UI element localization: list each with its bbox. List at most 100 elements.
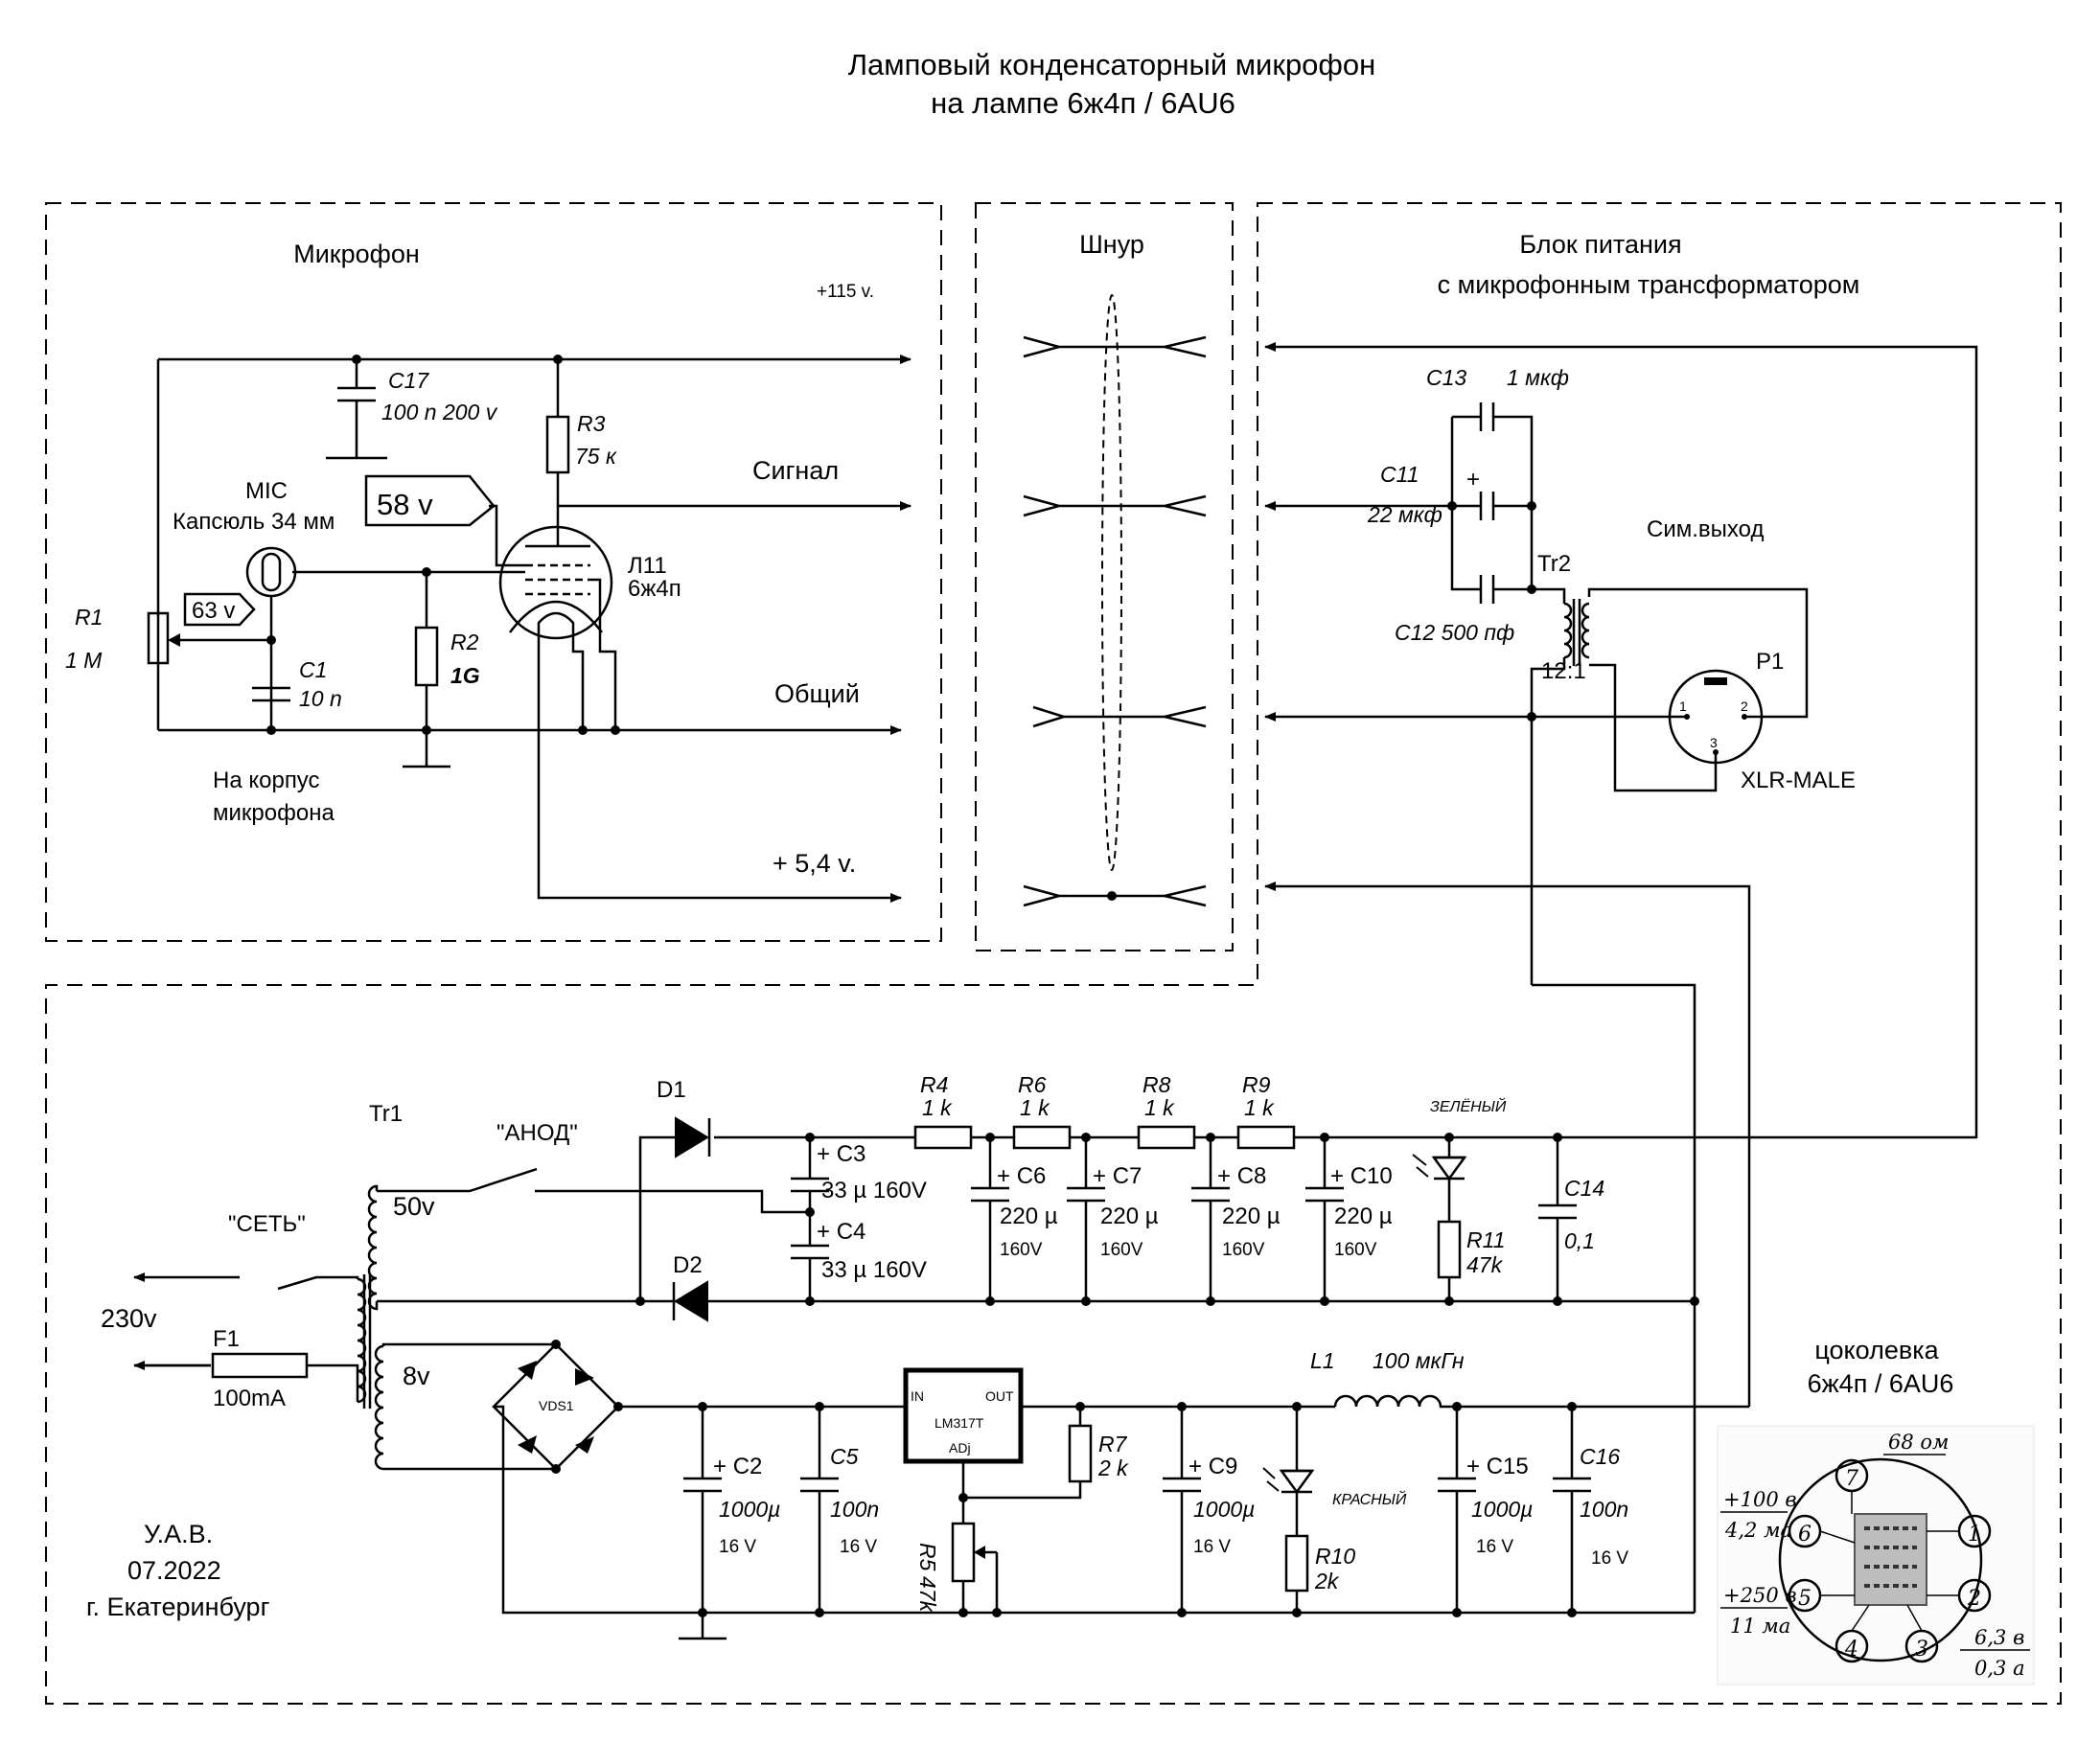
led-green-rays <box>1412 1154 1429 1178</box>
node-c6-top <box>985 1133 995 1142</box>
pinout-drawing <box>1778 1457 1992 1663</box>
c10-label: + C10 <box>1330 1163 1393 1189</box>
tr2-primary-coil <box>1563 602 1573 659</box>
node-c11-left <box>1447 501 1457 511</box>
p1-ref: P1 <box>1756 649 1784 675</box>
l1-value: 100 мкГн <box>1373 1348 1465 1373</box>
wire-xlr-pin2 <box>1587 587 1809 719</box>
green-label: ЗЕЛЁНЫЙ <box>1430 1097 1507 1115</box>
inductor-l1 <box>1333 1394 1749 1409</box>
l11-value: 6ж4п <box>628 576 681 602</box>
pinout-11ma: 11 ма <box>1730 1615 1790 1638</box>
potentiometer-r5 <box>951 1522 976 1583</box>
node-c5-bot <box>815 1608 824 1617</box>
c9-value: 1000µ <box>1193 1497 1255 1522</box>
r1-wiper-arrow <box>168 633 180 647</box>
symout-label: Сим.выход <box>1647 516 1764 542</box>
c7-ref: C7 <box>1113 1163 1142 1189</box>
c5-ref: C5 <box>830 1444 859 1469</box>
r6-ref: R6 <box>1018 1072 1047 1097</box>
c6-label: + C6 <box>997 1163 1046 1189</box>
r7-value: 2 k <box>1097 1455 1129 1480</box>
lm-adj: ADj <box>949 1440 971 1455</box>
microphone-section-box <box>45 202 942 942</box>
c3-ref: C3 <box>837 1141 866 1167</box>
capacitor-c14 <box>1538 1137 1577 1301</box>
pin-4: 4 <box>1844 1638 1858 1662</box>
r2-leads <box>403 572 450 768</box>
capacitor-c16 <box>1553 1407 1591 1613</box>
node-r3 <box>553 355 563 364</box>
node-c1 <box>266 725 276 735</box>
l1-ref: L1 <box>1310 1348 1335 1373</box>
c4-ref: C4 <box>837 1219 866 1245</box>
c10-voltage: 160V <box>1334 1240 1377 1260</box>
capacitor-c5 <box>800 1407 839 1613</box>
r3-value: 75 к <box>575 444 617 469</box>
r4-ref: R4 <box>920 1072 948 1097</box>
node-c8-top <box>1206 1133 1215 1142</box>
c5-voltage: 16 V <box>840 1537 877 1557</box>
c7-value: 220 µ <box>1100 1203 1159 1229</box>
tag-63-text: 63 v <box>192 598 235 624</box>
node-r10 <box>1292 1608 1302 1617</box>
c16-value: 100n <box>1580 1497 1628 1522</box>
cord-shield <box>1101 294 1122 871</box>
lv-wire-top <box>381 1342 556 1346</box>
cord-wires <box>1023 335 1207 907</box>
tr2-secondary-coil <box>1581 602 1590 659</box>
potentiometer-r1 <box>147 611 170 665</box>
pinout-250v: +250 в <box>1723 1584 1797 1607</box>
r1-value: 1 M <box>65 648 103 673</box>
c10-ref: C10 <box>1350 1163 1393 1189</box>
node-c15-bot <box>1452 1608 1462 1617</box>
r5-leads <box>961 1498 999 1613</box>
xlr-pin-1-label: 1 <box>1679 699 1687 714</box>
r11-ref: R11 <box>1466 1227 1506 1252</box>
pin-5: 5 <box>1798 1587 1812 1611</box>
section-psu-label-1: Блок питания <box>1519 230 1681 259</box>
node-c9-bot <box>1177 1608 1187 1617</box>
node-c10-bot <box>1320 1296 1329 1306</box>
anod-wire <box>535 1189 810 1214</box>
pinout-4ma: 4,2 ма <box>1724 1519 1792 1542</box>
xlr-pin-2-label: 2 <box>1741 699 1748 714</box>
c14-value: 0,1 <box>1564 1228 1595 1253</box>
pin-7: 7 <box>1845 1467 1858 1491</box>
author-name: У.А.В. <box>144 1520 213 1548</box>
node-cathode <box>578 725 588 735</box>
node-led-red <box>1292 1402 1302 1411</box>
resistor-r11 <box>1437 1220 1462 1279</box>
voltage-tag-63 <box>183 592 256 627</box>
c8-label: + C8 <box>1217 1163 1266 1189</box>
r3-ref: R3 <box>577 411 606 436</box>
c2-ref: C2 <box>733 1454 763 1479</box>
c15-voltage: 16 V <box>1476 1537 1513 1557</box>
node-c2-bot <box>698 1608 707 1617</box>
r2-value: 1G <box>450 663 480 688</box>
c14-ref: C14 <box>1564 1176 1604 1201</box>
node-c4 <box>805 1296 815 1306</box>
r1-ref: R1 <box>75 605 103 630</box>
c1-ref: C1 <box>299 657 327 682</box>
rail-common-label: Общий <box>774 679 860 708</box>
mic-label: MIC <box>245 478 288 504</box>
node-c2-top <box>698 1402 707 1411</box>
tr1-ref: Tr1 <box>369 1101 403 1127</box>
lm-out: OUT <box>985 1388 1014 1404</box>
capacitor-c13 <box>1479 402 1495 431</box>
capacitor-c15 <box>1438 1407 1476 1613</box>
d1-ref: D1 <box>657 1077 686 1103</box>
resistor-r10 <box>1284 1534 1309 1593</box>
xlr-label: XLR-MALE <box>1741 768 1856 793</box>
set-label: "СЕТЬ" <box>228 1211 306 1237</box>
wire-plus115-return <box>1264 342 1978 1138</box>
pinout-100v: +100 в <box>1723 1488 1797 1511</box>
c7-voltage: 160V <box>1100 1240 1143 1260</box>
capsule-mic <box>245 546 297 598</box>
node-d2 <box>635 1296 645 1306</box>
tr2-ratio: 12:1 <box>1541 658 1586 684</box>
c15-ref: C15 <box>1487 1454 1529 1479</box>
c7-label: + C7 <box>1093 1163 1142 1189</box>
